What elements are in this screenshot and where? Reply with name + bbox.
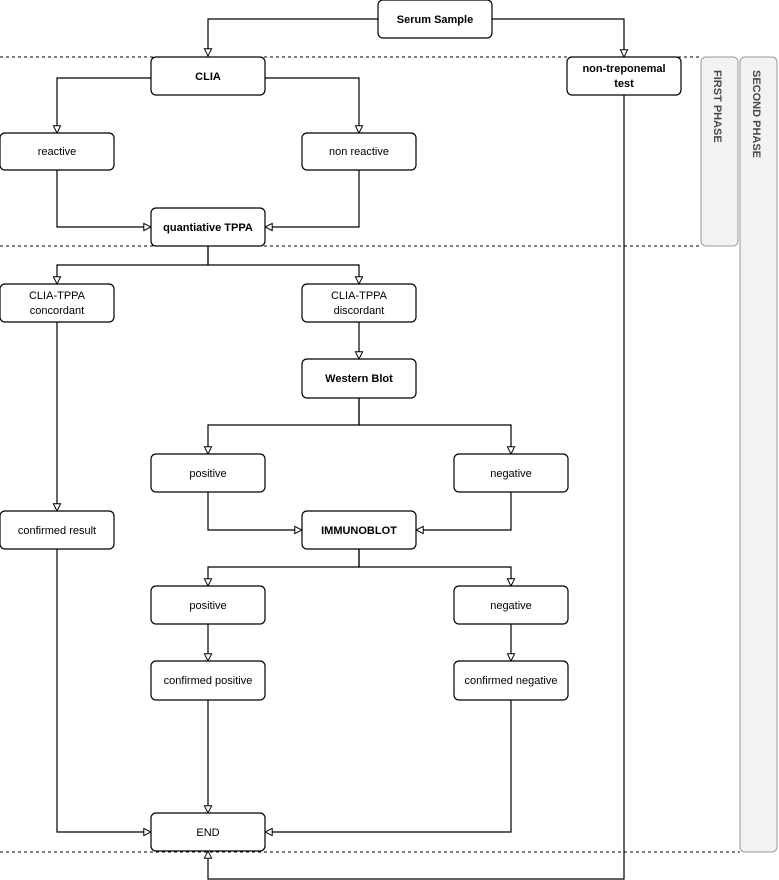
svg-text:Serum Sample: Serum Sample xyxy=(397,14,473,26)
edge-nonreactive-to-tppa xyxy=(265,170,360,227)
node-reactive: reactive xyxy=(0,132,115,171)
svg-text:END: END xyxy=(196,827,219,839)
node-ib-negative: negative xyxy=(453,585,569,625)
edge-nontreponemal-to-end xyxy=(208,95,625,880)
svg-text:quantiative TPPA: quantiative TPPA xyxy=(163,222,253,234)
edge-tppa-to-concordant xyxy=(57,246,209,284)
svg-text:confirmed negative: confirmed negative xyxy=(465,675,558,687)
svg-text:positive: positive xyxy=(189,468,226,480)
svg-text:confirmed result: confirmed result xyxy=(18,525,96,537)
node-non-treponemal-test: non-treponemal test xyxy=(566,56,682,96)
node-confirmed-negative: confirmed negative xyxy=(453,660,569,701)
node-western-blot: Western Blot xyxy=(301,358,417,399)
node-confirmed-result: confirmed result xyxy=(0,510,115,550)
svg-text:non reactive: non reactive xyxy=(329,146,389,158)
node-quantitative-tppa: quantiative TPPA xyxy=(150,207,266,247)
second-phase-label: SECOND PHASE xyxy=(739,56,778,853)
node-clia: CLIA xyxy=(150,56,266,96)
node-clia-tppa-discordant: CLIA-TPPA discordant xyxy=(301,283,417,323)
edge-immunoblot-to-positive xyxy=(208,549,360,586)
svg-text:FIRST PHASE: FIRST PHASE xyxy=(711,70,723,143)
svg-text:negative: negative xyxy=(490,600,532,612)
node-ib-positive: positive xyxy=(150,585,266,625)
edge-westernblot-to-negative xyxy=(358,398,511,454)
svg-text:SECOND PHASE: SECOND PHASE xyxy=(750,70,762,158)
node-wb-positive: positive xyxy=(150,453,266,493)
first-phase-label: FIRST PHASE xyxy=(700,56,739,247)
svg-text:confirmed positive: confirmed positive xyxy=(164,675,253,687)
node-serum-sample: Serum Sample xyxy=(377,0,493,39)
node-immunoblot: IMMUNOBLOT xyxy=(301,510,417,550)
svg-text:discordant: discordant xyxy=(334,305,385,317)
node-clia-tppa-concordant: CLIA-TPPA concordant xyxy=(0,283,115,323)
node-non-reactive: non reactive xyxy=(301,132,417,171)
svg-text:concordant: concordant xyxy=(30,305,84,317)
svg-text:positive: positive xyxy=(189,600,226,612)
edge-immunoblot-to-negative xyxy=(358,549,511,586)
edge-serum-to-nontreponemal xyxy=(492,18,624,57)
node-end: END xyxy=(150,812,266,852)
edge-wbpositive-to-immunoblot xyxy=(207,492,302,530)
svg-text:test: test xyxy=(614,78,634,90)
edge-westernblot-to-positive xyxy=(208,398,360,454)
svg-text:negative: negative xyxy=(490,468,532,480)
edges xyxy=(56,18,625,880)
edge-wbnegative-to-immunoblot xyxy=(416,492,512,530)
edge-serum-to-clia xyxy=(208,18,378,56)
edge-confirmednegative-to-end xyxy=(265,700,512,832)
svg-text:CLIA: CLIA xyxy=(195,71,221,83)
svg-text:Western Blot: Western Blot xyxy=(325,373,393,385)
svg-text:reactive: reactive xyxy=(38,146,77,158)
edge-tppa-to-discordant xyxy=(207,246,359,284)
node-wb-negative: negative xyxy=(453,453,569,493)
svg-text:CLIA-TPPA: CLIA-TPPA xyxy=(29,290,86,302)
svg-text:non-treponemal: non-treponemal xyxy=(582,63,665,75)
svg-text:CLIA-TPPA: CLIA-TPPA xyxy=(331,290,388,302)
edge-confirmedresult-to-end xyxy=(56,549,151,832)
node-confirmed-positive: confirmed positive xyxy=(150,660,266,701)
svg-text:IMMUNOBLOT: IMMUNOBLOT xyxy=(321,525,397,537)
edge-reactive-to-tppa xyxy=(56,170,151,227)
